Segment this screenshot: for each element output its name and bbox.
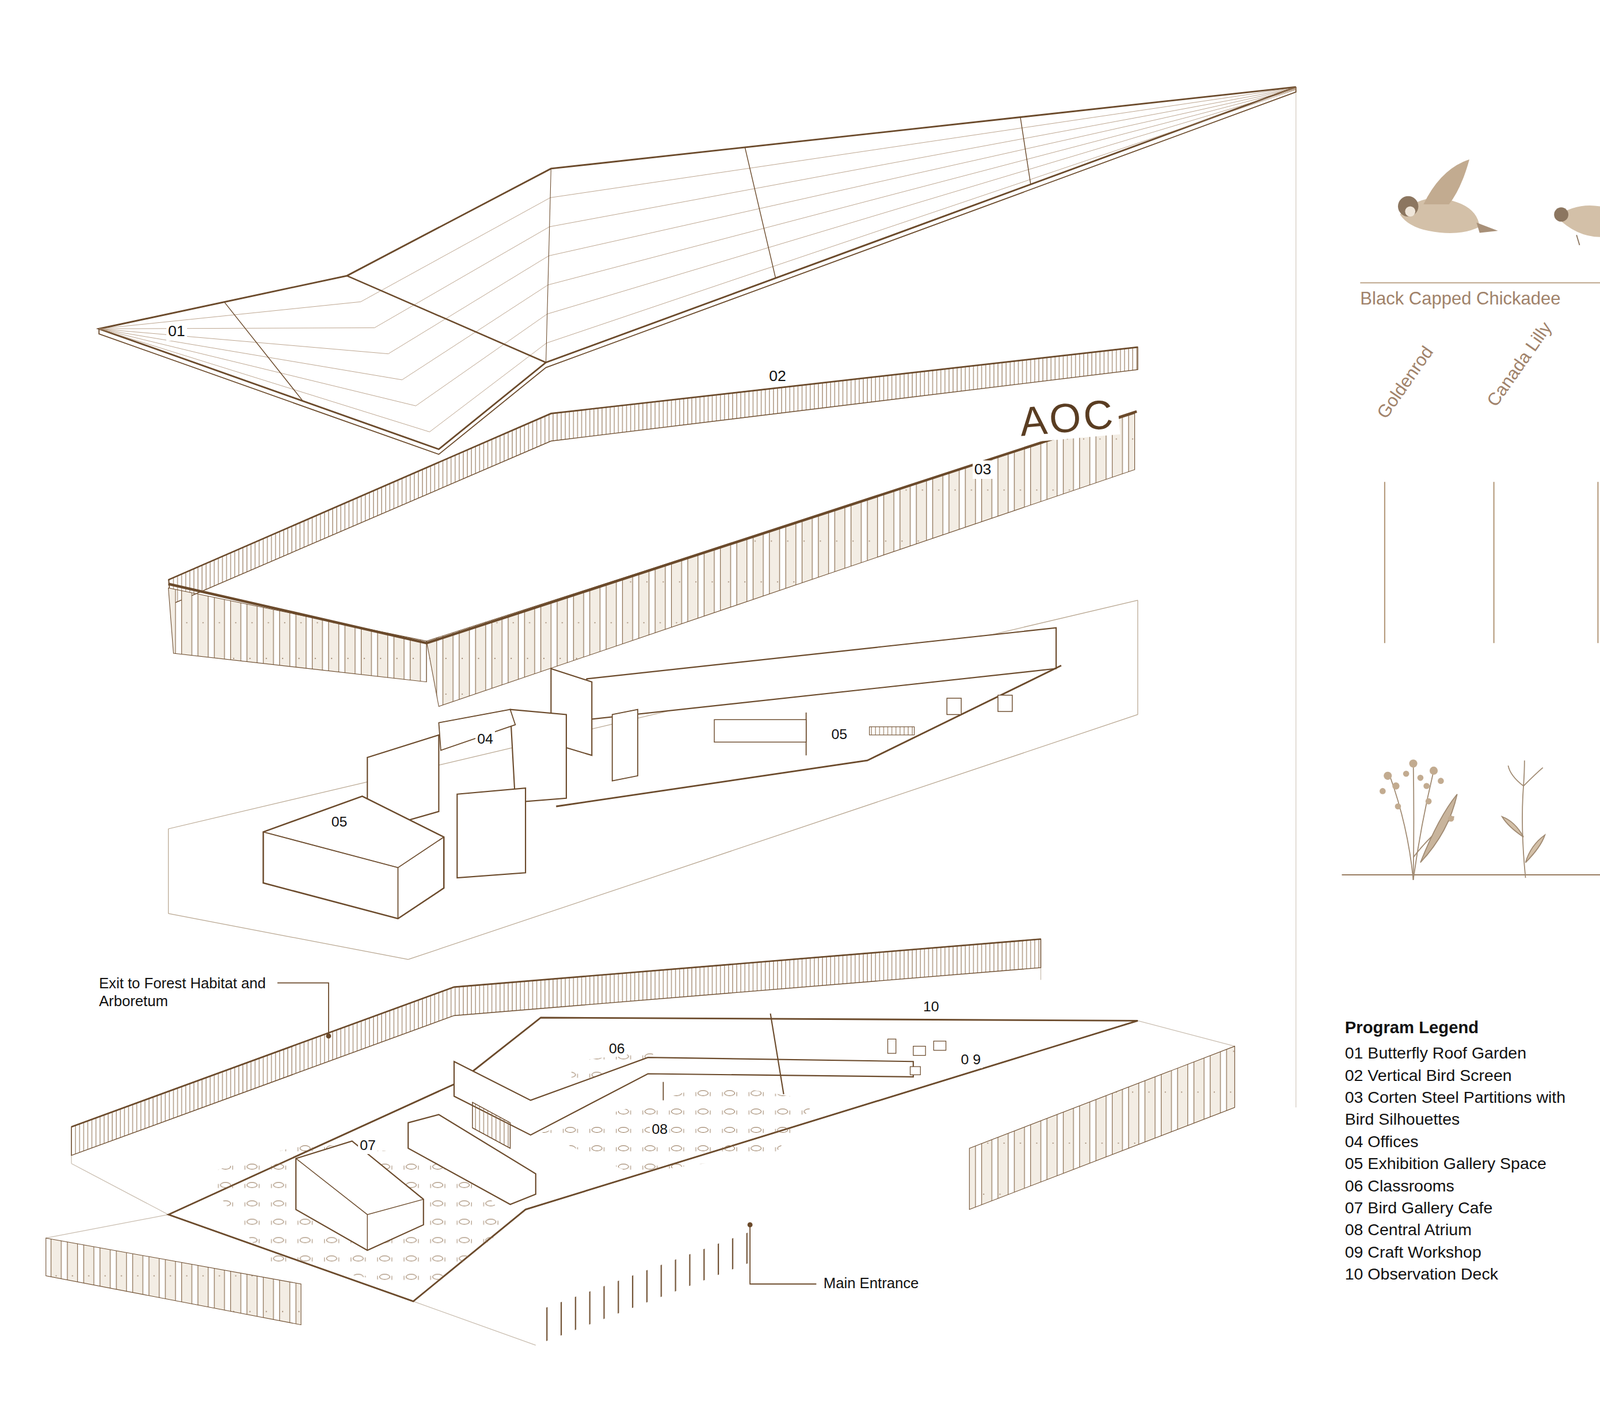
callout-number: 0 9 <box>959 1050 984 1069</box>
bird-figure <box>1553 205 1600 246</box>
workbench <box>933 1041 946 1051</box>
office-box <box>456 787 526 878</box>
legend-entry: 03 Corten Steel Partitions with Bird Sil… <box>1345 1086 1593 1131</box>
callout-number: 08 <box>649 1120 670 1138</box>
screen-top <box>168 347 1138 580</box>
callout-number: 02 <box>767 367 788 386</box>
roof-fold <box>546 168 552 363</box>
callout-number: 06 <box>607 1040 627 1058</box>
legend-entry: 04 Offices <box>1345 1130 1593 1153</box>
floor-outline <box>46 938 1235 1346</box>
door <box>997 695 1013 712</box>
gallery-wall <box>586 627 1057 720</box>
species-panel <box>1341 159 1600 880</box>
gallery-floor-edge <box>555 665 1062 807</box>
legend-entry: 06 Classrooms <box>1345 1174 1593 1197</box>
rule-line <box>1384 481 1386 643</box>
leader-dot <box>326 1033 331 1038</box>
legend-entry: 07 Bird Gallery Cafe <box>1345 1196 1593 1219</box>
legend-entry: 08 Central Atrium <box>1345 1218 1593 1241</box>
divider-line <box>1295 86 1297 1108</box>
workbench <box>909 1066 921 1075</box>
rule-line <box>1597 481 1599 643</box>
display-case <box>714 719 807 742</box>
lily-figure <box>1502 760 1545 878</box>
legend-entry: 01 Butterfly Roof Garden <box>1345 1041 1593 1064</box>
bird-figure <box>1397 159 1499 234</box>
stair <box>472 1102 511 1149</box>
roof-fold <box>347 275 547 363</box>
door <box>946 698 962 715</box>
leader-line <box>749 1224 817 1285</box>
bench <box>869 726 915 735</box>
callout-number: 01 <box>166 322 188 341</box>
corten-partitions <box>46 1237 302 1325</box>
partition <box>663 1082 665 1101</box>
upper-floor <box>168 600 1138 960</box>
door <box>887 1038 896 1054</box>
partition <box>770 1013 784 1095</box>
callout-note: Exit to Forest Habitat and Arboretum <box>98 974 278 1011</box>
building-sign: AOC <box>1014 393 1121 443</box>
corten-partitions <box>969 1046 1235 1210</box>
program-legend: 01 Butterfly Roof Garden02 Vertical Bird… <box>1345 1041 1593 1285</box>
cafe-box <box>408 1114 536 1205</box>
roof-panel-line <box>1020 117 1031 184</box>
species-label: Canada Lilly <box>1482 317 1557 411</box>
floor-outline <box>168 600 1138 960</box>
leader-lines <box>257 983 817 1285</box>
gallery-box <box>263 795 444 919</box>
ground-floor <box>46 938 1235 1346</box>
cafe-box-edge <box>367 1214 368 1251</box>
roof-panel-line <box>224 302 304 402</box>
callout-number: 03 <box>972 460 994 479</box>
entrance-poles <box>535 1229 756 1346</box>
callout-note: Main Entrance <box>823 1274 920 1293</box>
legend-entry: 02 Vertical Bird Screen <box>1345 1064 1593 1087</box>
office-wall <box>612 709 638 782</box>
cafe-box <box>295 1141 424 1251</box>
gallery-box-edge <box>397 867 399 919</box>
callout-number: 05 <box>829 725 849 744</box>
roof-slab <box>98 86 1297 449</box>
rule-line <box>1360 282 1600 284</box>
gallery-box-edge <box>263 831 444 868</box>
species-label: Black Capped Chickadee <box>1360 287 1561 310</box>
legend-heading: Program Legend <box>1345 1017 1479 1038</box>
legend-entry: 09 Craft Workshop <box>1345 1240 1593 1263</box>
cafe-box-edge <box>295 1158 424 1215</box>
goldenrod-figure <box>1379 759 1458 880</box>
species-label: Goldenrod <box>1372 341 1438 423</box>
roof-panel-line <box>744 147 776 278</box>
office-wall <box>438 709 516 751</box>
rule-line <box>1493 481 1495 643</box>
callout-number: 05 <box>329 813 350 831</box>
roof-hatch <box>98 87 1297 432</box>
legend-entry: 05 Exhibition Gallery Space <box>1345 1152 1593 1175</box>
callout-number: 04 <box>475 730 495 748</box>
legend-entry: 10 Observation Deck <box>1345 1262 1593 1285</box>
ground-line <box>1341 874 1600 876</box>
callout-number: 10 <box>921 997 942 1016</box>
leader-dot <box>748 1222 753 1227</box>
classroom-wall <box>454 1057 914 1135</box>
screen-back <box>168 347 1138 605</box>
workbench <box>913 1046 926 1056</box>
screen-top <box>168 411 1138 643</box>
callout-number: 07 <box>357 1136 378 1154</box>
